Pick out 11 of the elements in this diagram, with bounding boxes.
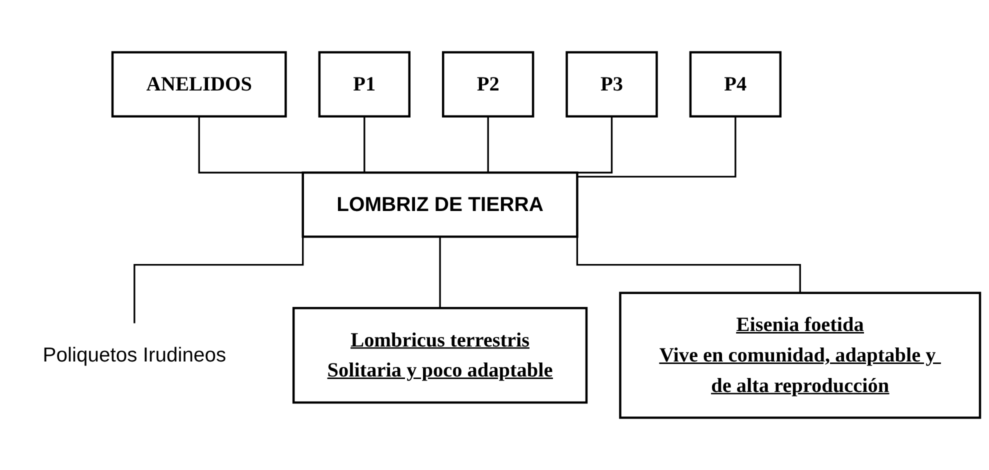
connector (439, 236, 441, 309)
node-box: ANELIDOS (111, 51, 287, 118)
node-box: P3 (566, 51, 658, 118)
node-box: Eisenia foetida Vive en comunidad, adaptable y de alta reproducción (619, 292, 982, 419)
connector (577, 116, 736, 178)
node-box: P4 (689, 51, 782, 118)
node-box: LOMBRIZ DE TIERRA (302, 171, 578, 238)
node-box: P1 (318, 51, 410, 118)
node-box: P2 (442, 51, 534, 118)
node-text: Poliquetos Irudineos (42, 344, 226, 366)
node-box: Lombricus terrestris Solitaria y poco adaptable (292, 306, 588, 404)
